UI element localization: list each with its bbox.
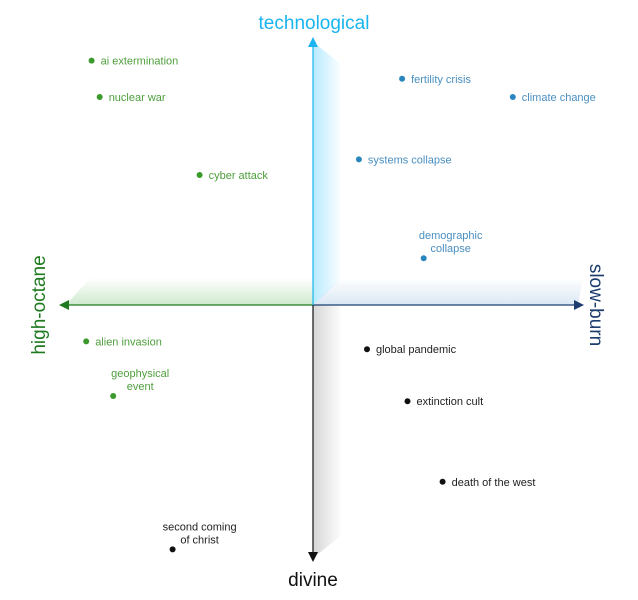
point-label: nuclear war [109,92,166,104]
point-label: second coming [163,521,237,533]
high-octane-shading [66,278,313,305]
data-point: global pandemic [364,344,457,356]
slow-burn-shading [313,278,583,305]
data-point: fertility crisis [399,74,471,86]
point-marker [169,546,176,553]
axis-label-left: high-octane [29,255,50,354]
point-marker [439,478,446,485]
point-label: demographic [419,230,483,242]
point-label: fertility crisis [411,74,471,86]
data-point: cyber attack [196,170,269,182]
point-label: ai extermination [101,56,179,68]
point-label: climate change [522,92,596,104]
data-point: systems collapse [355,154,452,166]
point-marker [355,156,362,163]
technological-shading [313,42,342,305]
point-marker [83,338,90,345]
arrow-up-icon [308,37,318,47]
point-marker [420,255,427,262]
point-label: of christ [180,534,219,546]
data-point: climate change [509,92,596,104]
point-label: collapse [431,243,471,255]
point-marker [399,75,406,82]
point-marker [88,57,95,64]
axis-label-bottom: divine [288,570,338,591]
point-marker [96,94,103,100]
point-label: extinction cult [417,396,484,408]
arrow-right-icon [574,300,584,310]
point-label: cyber attack [209,170,269,182]
point-marker [110,393,117,399]
data-point: alien invasion [83,336,162,348]
point-label: death of the west [452,477,536,489]
point-label: event [127,381,154,393]
data-point: ai extermination [88,56,179,68]
points-layer: ai extermination nuclear war cyber attack f… [83,56,596,553]
data-point: extinction cult [404,396,484,408]
point-marker [404,398,411,405]
axis-label-top: technological [259,13,370,34]
point-label: geophysical [111,368,169,380]
point-label: systems collapse [368,154,452,166]
point-marker [509,94,516,100]
divine-shading [313,305,342,558]
arrow-down-icon [308,552,318,562]
arrow-left-icon [59,300,69,310]
point-marker [364,346,370,353]
data-point: nuclear war [96,92,166,104]
point-label: global pandemic [376,344,457,356]
point-label: alien invasion [95,336,162,348]
data-point: death of the west [439,477,536,489]
point-marker [196,172,203,178]
axis-label-right: slow-burn [585,264,606,346]
